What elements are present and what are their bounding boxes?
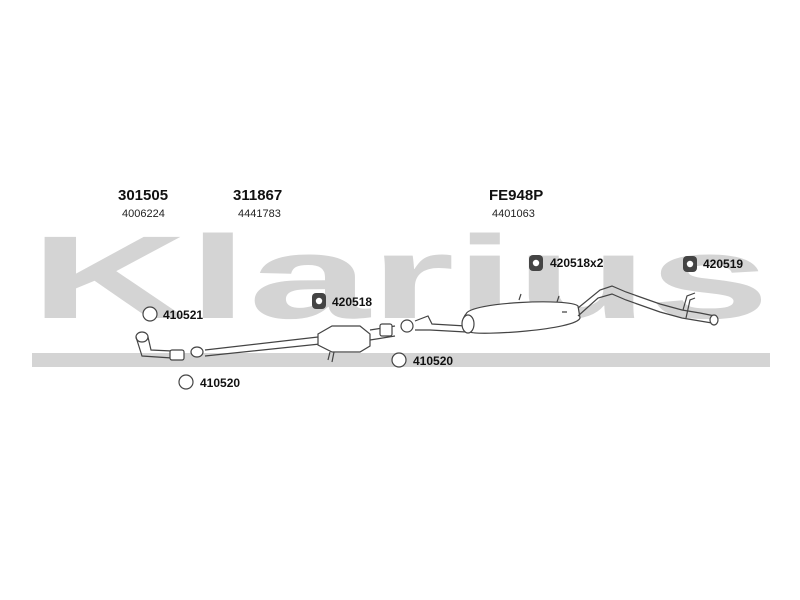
ring-icon: [391, 352, 407, 368]
rubber-hanger-icon: [312, 293, 326, 309]
front-downpipe: [135, 331, 185, 361]
fitting-420518x2: 420518x2: [529, 255, 604, 271]
group-code-2: 311867: [233, 187, 282, 204]
ring-icon: [178, 374, 194, 390]
group-code-3: FE948P: [489, 187, 543, 204]
fitting-label: 420518x2: [550, 256, 604, 270]
fitting-label: 420518: [332, 295, 372, 309]
watermark: Klarius: [30, 212, 770, 367]
fitting-label: 410520: [413, 354, 453, 368]
rubber-hanger-icon: [529, 255, 543, 271]
watermark-text: Klarius: [30, 212, 770, 344]
fitting-label: 410520: [200, 376, 240, 390]
fitting-410520-b: 410520: [391, 352, 453, 368]
fitting-420519: 420519: [683, 256, 743, 272]
fitting-420518: 420518: [312, 293, 372, 309]
group-code-1: 301505: [118, 187, 168, 204]
fitting-label: 420519: [703, 257, 743, 271]
clamp-ring: [190, 346, 204, 358]
group-ref-1: 4006224: [122, 208, 165, 220]
centre-pipe-catalyst: [204, 323, 396, 363]
fitting-410521: 410521: [142, 306, 203, 322]
rear-clamp: [400, 319, 414, 333]
ring-icon: [142, 306, 158, 322]
group-ref-3: 4401063: [492, 208, 535, 220]
fitting-410520-a: 410520: [178, 374, 240, 390]
rear-silencer-tailpipe: [414, 285, 719, 334]
group-ref-2: 4441783: [238, 208, 281, 220]
fitting-label: 410521: [163, 308, 203, 322]
rubber-hanger-icon: [683, 256, 697, 272]
